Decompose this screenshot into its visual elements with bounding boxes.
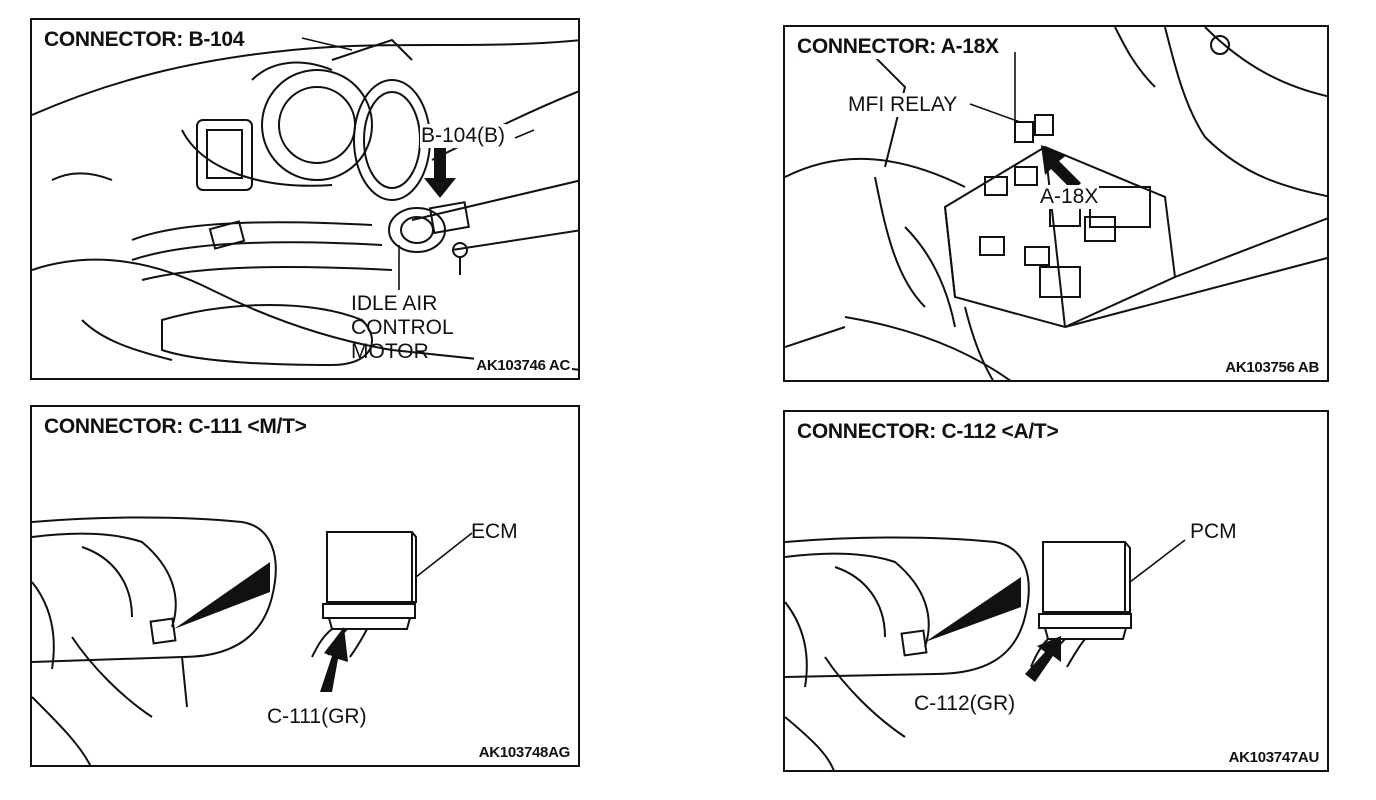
component-label-line2: CONTROL	[351, 316, 454, 339]
module-label-pcm: PCM	[1190, 520, 1237, 543]
figure-code-c112: AK103747AU	[1226, 749, 1321, 766]
figure-code-c111: AK103748AG	[476, 744, 572, 761]
panel-connector-b104: CONNECTOR: B-104 B-104(B) IDLE AIR CONTR…	[30, 18, 580, 380]
panel-title-b104: CONNECTOR: B-104	[42, 28, 247, 52]
module-label-ecm: ECM	[471, 520, 518, 543]
connector-label-c111: C-111(GR)	[267, 705, 367, 728]
connector-label-a18x: A-18X	[1039, 185, 1100, 209]
engine-bay-illustration-a18x	[785, 27, 1327, 380]
component-label-line1: IDLE AIR	[351, 292, 438, 315]
dashboard-illustration-c111	[32, 516, 473, 765]
panel-title-c112: CONNECTOR: C-112 <A/T>	[795, 420, 1061, 444]
panel-connector-c112: CONNECTOR: C-112 <A/T> PCM C-112(GR) AK1…	[783, 410, 1329, 772]
component-label-line3: MOTOR	[351, 340, 429, 363]
figure-code-b104: AK103746 AC	[474, 357, 572, 374]
relay-label-a18x: MFI RELAY	[847, 93, 959, 117]
panel-title-a18x: CONNECTOR: A-18X	[795, 35, 1001, 59]
engine-bay-illustration-b104	[32, 37, 578, 371]
figure-code-a18x: AK103756 AB	[1223, 359, 1321, 376]
panel-connector-a18x: CONNECTOR: A-18X MFI RELAY A-18X AK10375…	[783, 25, 1329, 382]
panel-title-c111: CONNECTOR: C-111 <M/T>	[42, 415, 309, 439]
connector-label-b104: B-104(B)	[420, 124, 507, 148]
dashboard-illustration-c112	[785, 536, 1186, 770]
connector-label-c112: C-112(GR)	[914, 692, 1016, 715]
panel-connector-c111: CONNECTOR: C-111 <M/T> ECM C-111(GR) AK1…	[30, 405, 580, 767]
